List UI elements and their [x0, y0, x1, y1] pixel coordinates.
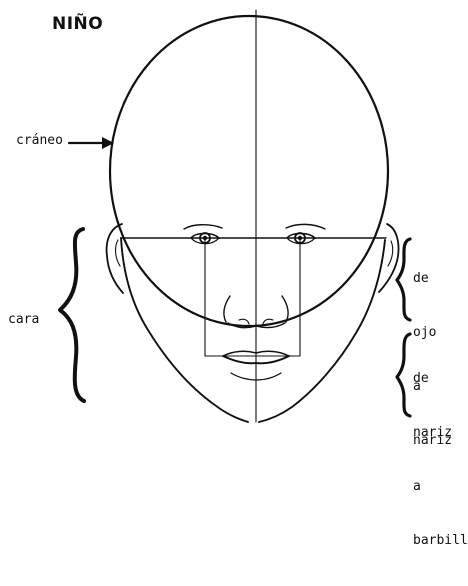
skull-ellipse	[110, 16, 388, 326]
eye-to-nose-line-1: de	[413, 270, 452, 288]
right-eye-pupil	[298, 236, 302, 240]
face-label: cara	[8, 313, 39, 326]
right-nose-line	[282, 296, 288, 322]
left-nostril	[239, 319, 249, 324]
nose-to-chin-label: de nariz a barbilla	[413, 334, 468, 586]
face-construction-drawing	[0, 0, 468, 428]
nose-to-chin-line-4: barbilla	[413, 532, 468, 550]
left-eyebrow	[184, 225, 222, 229]
face-bracket	[60, 229, 84, 401]
left-nose-line	[224, 296, 230, 322]
right-eyebrow	[286, 224, 325, 229]
left-ear	[107, 224, 123, 293]
head-proportion-diagram: NIÑO cráneo cara de ojo a nariz de nariz…	[0, 0, 468, 428]
diagram-title: NIÑO	[52, 16, 103, 33]
nose-to-chin-line-1: de	[413, 370, 468, 388]
right-ear-inner	[388, 241, 393, 266]
skull-label: cráneo	[16, 134, 63, 147]
left-ear-inner	[116, 240, 120, 266]
nose-to-chin-bracket	[397, 334, 410, 416]
nose-to-chin-line-3: a	[413, 478, 468, 496]
left-eye-pupil	[203, 236, 207, 240]
right-face-contour	[259, 240, 385, 422]
nose-to-chin-line-2: nariz	[413, 424, 468, 442]
